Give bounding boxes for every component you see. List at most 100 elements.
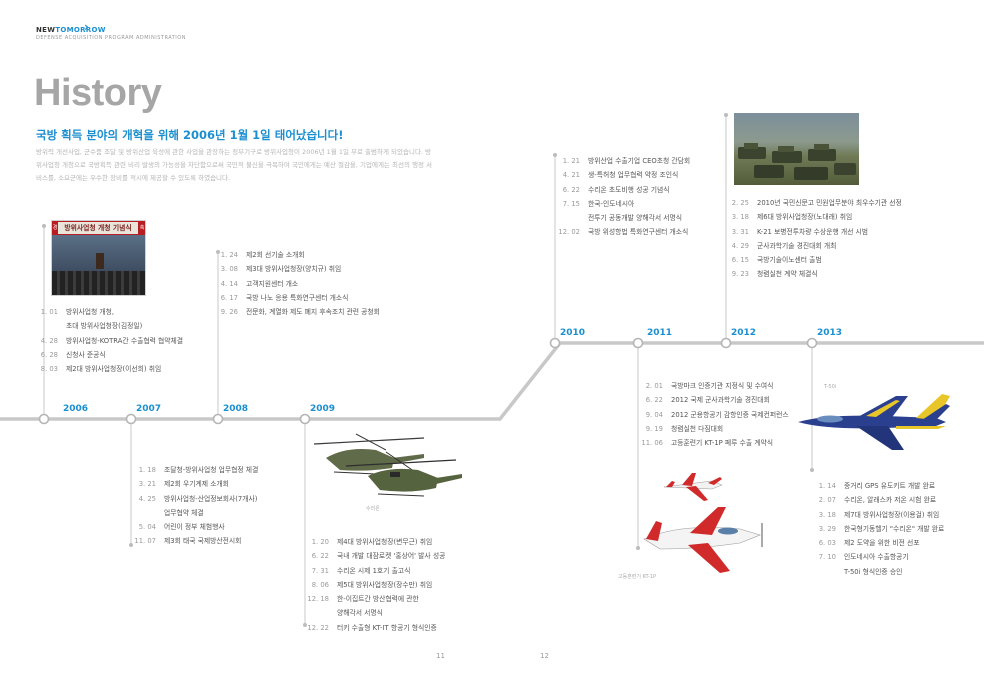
event-text: 국방기술이노센터 출범 bbox=[757, 256, 822, 265]
event-date: 6. 22 bbox=[645, 396, 663, 405]
event-text: 국방마크 인증기관 지정식 및 수여식 bbox=[671, 382, 774, 390]
event-date bbox=[132, 506, 156, 520]
event-date: 7. 10 bbox=[818, 553, 836, 562]
event-row: T-50i 형식인증 승인 bbox=[812, 565, 944, 579]
event-text: 제3대 방위사업청장(양치규) 취임 bbox=[246, 265, 342, 274]
tank-k21-photo bbox=[734, 113, 859, 185]
event-date: 9. 04 bbox=[645, 410, 663, 419]
event-text: 제6대 방위사업청장(노대래) 취임 bbox=[757, 213, 853, 222]
event-date: 3. 29 bbox=[818, 524, 836, 533]
event-date: 4. 21 bbox=[562, 171, 580, 180]
event-row: 4. 21 생-특허청 업무협력 약정 조인식 bbox=[556, 168, 690, 182]
event-text: 제2대 방위사업청장(이선희) 취임 bbox=[66, 365, 162, 374]
helicopter-surion-image bbox=[313, 433, 462, 497]
event-date: 3. 18 bbox=[731, 213, 749, 222]
event-row: 2. 07 수리온, 알래스카 저온 시험 완료 bbox=[812, 493, 944, 507]
page-number-left: 11 bbox=[436, 652, 445, 660]
event-text: 전투기 공동개발 양해각서 서명식 bbox=[588, 214, 683, 223]
event-text: 고등훈련기 KT-1P 페루 수출 계약식 bbox=[671, 439, 774, 448]
event-date: 9. 19 bbox=[645, 424, 663, 433]
event-date: 9. 23 bbox=[731, 270, 749, 279]
event-date: 7. 15 bbox=[562, 199, 580, 208]
brand-name-part1: NEW bbox=[36, 26, 56, 34]
event-row: 3. 18 제6대 방위사업청장(노대래) 취임 bbox=[725, 210, 902, 224]
event-text: 수리온, 알래스카 저온 시험 완료 bbox=[844, 496, 937, 505]
ceremony-banner-right-mark: 축 bbox=[139, 225, 145, 231]
event-date: 12. 02 bbox=[558, 228, 580, 237]
event-text: 생-특허청 업무협력 약정 조인식 bbox=[588, 171, 679, 180]
event-text: 조달청-방위사업청 업무협정 체결 bbox=[164, 466, 259, 474]
event-text: 중거리 GPS 유도키트 개발 완료 bbox=[844, 482, 936, 490]
event-date: 6. 15 bbox=[731, 256, 749, 265]
year-marker-2012 bbox=[720, 337, 732, 349]
event-text: 인도네시아 수출항공기 bbox=[844, 553, 909, 562]
event-row: 1. 01 방위사업청 개청, bbox=[34, 305, 183, 319]
event-date: 1. 20 bbox=[311, 538, 329, 546]
brand-subtitle: DEFENSE ACQUISITION PROGRAM ADMINISTRATI… bbox=[36, 35, 186, 41]
event-text: 제2회 우기계제 소개회 bbox=[164, 480, 229, 489]
page-subtitle: 국방 획득 분야의 개혁을 위해 2006년 1월 1일 태어났습니다! bbox=[36, 128, 344, 142]
event-text: 제5대 방위사업청장(장수만) 취임 bbox=[337, 580, 433, 589]
event-date bbox=[812, 565, 836, 579]
event-date: 3. 08 bbox=[220, 265, 238, 274]
timeline-main-line bbox=[0, 341, 984, 421]
page-title: History bbox=[34, 72, 162, 114]
year-label-2009: 2009 bbox=[310, 404, 336, 414]
event-row: 양해각서 서명식 bbox=[305, 606, 445, 620]
event-date: 6. 17 bbox=[220, 293, 238, 302]
event-date: 7. 31 bbox=[311, 566, 329, 575]
event-text: 제2 도약을 위한 비전 선포 bbox=[844, 539, 920, 548]
event-row: 12. 02 국방 위성항법 특화연구센터 개소식 bbox=[556, 225, 690, 239]
event-text: 방위사업청 개청, bbox=[66, 308, 115, 316]
event-text: 청렴실천 계약 체결식 bbox=[757, 270, 818, 279]
event-text: 수리온 시제 1호기 출고식 bbox=[337, 566, 411, 575]
event-row: 전투기 공동개발 양해각서 서명식 bbox=[556, 211, 690, 225]
event-row: 업무협약 체결 bbox=[132, 506, 258, 520]
year-marker-2010 bbox=[549, 337, 561, 349]
event-date: 4. 29 bbox=[731, 241, 749, 250]
event-row: 3. 08 제3대 방위사업청장(양치규) 취임 bbox=[214, 262, 380, 276]
event-date: 2. 07 bbox=[818, 496, 836, 505]
event-text: T-50i 형식인증 승인 bbox=[844, 567, 903, 576]
event-text: 2012 국제 군사과학기술 경진대회 bbox=[671, 396, 770, 405]
year-label-2013: 2013 bbox=[817, 328, 843, 338]
event-date: 6. 03 bbox=[818, 539, 836, 548]
year-label-2007: 2007 bbox=[136, 404, 162, 414]
event-date: 8. 03 bbox=[40, 365, 58, 374]
event-text: 양해각서 서명식 bbox=[337, 609, 383, 618]
event-date bbox=[556, 211, 580, 225]
intro-paragraph: 방위력 개선사업, 군수품 조달 및 방위산업 육성에 관한 사업을 관장하는 … bbox=[36, 148, 432, 182]
year-marker-2009 bbox=[299, 413, 311, 425]
event-date bbox=[34, 319, 58, 333]
event-text: 전문화, 계열화 제도 폐지 후속조치 관련 공청회 bbox=[246, 308, 380, 317]
page-number-right: 12 bbox=[540, 652, 549, 660]
event-row: 6. 03 제2 도약을 위한 비전 선포 bbox=[812, 536, 944, 550]
event-date: 1. 01 bbox=[40, 308, 58, 316]
event-date: 5. 04 bbox=[138, 523, 156, 532]
event-text: 국방 위성항법 특화연구센터 개소식 bbox=[588, 228, 689, 237]
event-date: 12. 22 bbox=[307, 623, 329, 632]
